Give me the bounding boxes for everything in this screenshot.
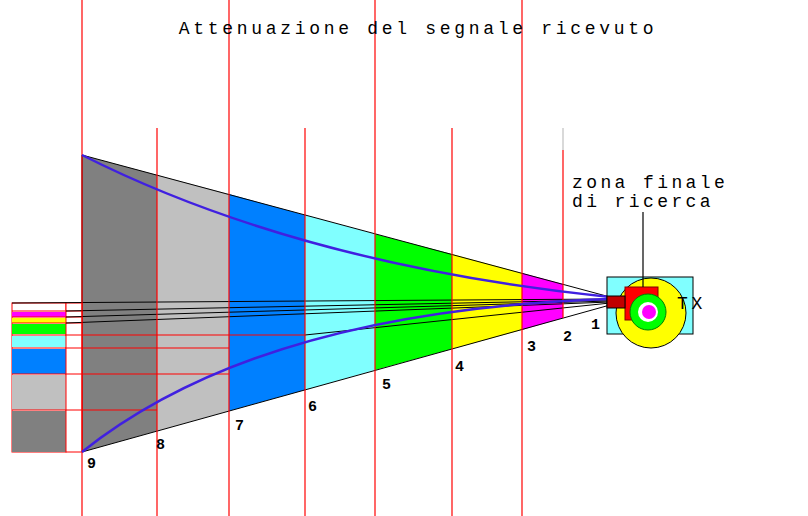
callout-number: 8 [156,438,165,453]
zone-note: zona finale di ricerca [572,174,762,212]
callout-number: 3 [527,340,536,355]
callout-number: 4 [455,360,464,375]
callout-number: 9 [87,457,96,472]
callout-number: 7 [235,419,244,434]
tx-label: TX [677,295,706,313]
callout-number: 2 [563,330,572,345]
callout-number: 5 [382,378,391,393]
diagram-title: Attenuazione del segnale ricevuto [179,20,658,38]
callout-number: 6 [308,400,317,415]
callout-number: 1 [591,318,600,333]
